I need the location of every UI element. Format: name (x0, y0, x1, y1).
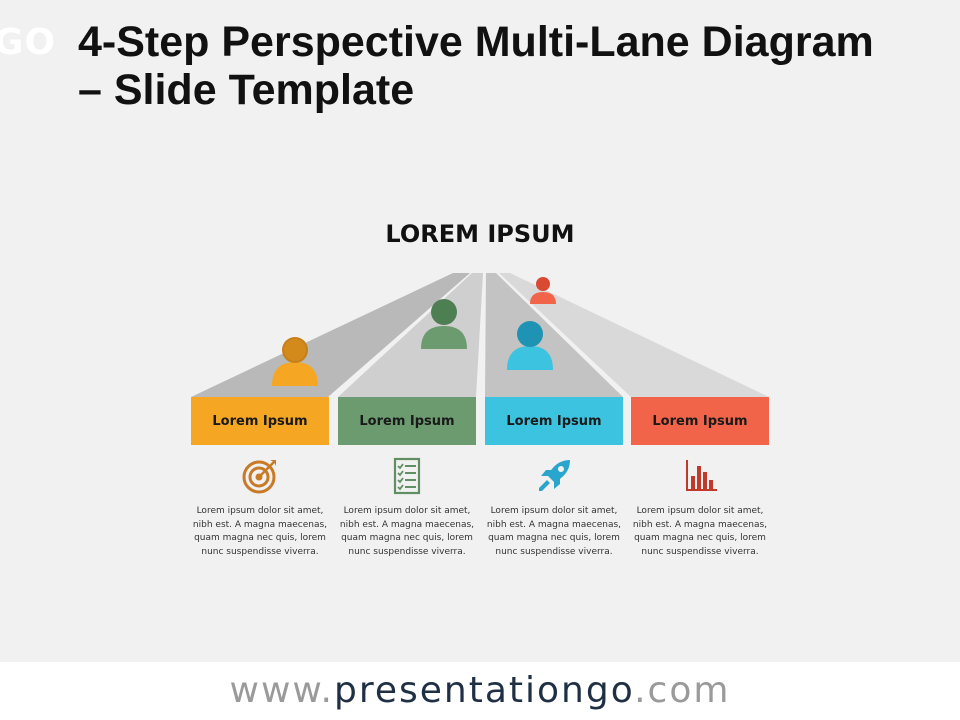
footer-www: www. (229, 670, 334, 711)
rocket-icon (539, 460, 570, 491)
step-1-description: Lorem ipsum dolor sit amet, nibh est. A … (192, 506, 328, 557)
person-icon (421, 299, 467, 349)
checklist-icon (393, 457, 421, 495)
bar-chart-icon (686, 460, 717, 491)
lane-1 (191, 273, 470, 397)
step-4-description: Lorem ipsum dolor sit amet, nibh est. A … (632, 506, 768, 557)
person-icon (272, 337, 318, 386)
step-3-box: Lorem Ipsum (485, 397, 623, 445)
lane-4 (499, 273, 769, 397)
person-icon (507, 321, 553, 370)
diagram-heading: LOREM IPSUM (385, 220, 575, 248)
footer-url[interactable]: www.presentationgo.com (0, 662, 960, 720)
person-icon (530, 277, 556, 304)
step-2-description: Lorem ipsum dolor sit amet, nibh est. A … (339, 506, 475, 557)
target-icon (242, 460, 276, 494)
footer-tld: .com (634, 670, 731, 711)
footer-brand: presentationgo (334, 670, 635, 711)
step-1-box: Lorem Ipsum (191, 397, 329, 445)
footer: www.presentationgo.com (0, 662, 960, 720)
page-title: 4-Step Perspective Multi-Lane Diagram – … (78, 18, 874, 114)
step-4-box: Lorem Ipsum (631, 397, 769, 445)
step-2-box: Lorem Ipsum (338, 397, 476, 445)
perspective-lanes (191, 273, 769, 397)
logo: GO (0, 22, 57, 63)
step-3-description: Lorem ipsum dolor sit amet, nibh est. A … (486, 506, 622, 557)
